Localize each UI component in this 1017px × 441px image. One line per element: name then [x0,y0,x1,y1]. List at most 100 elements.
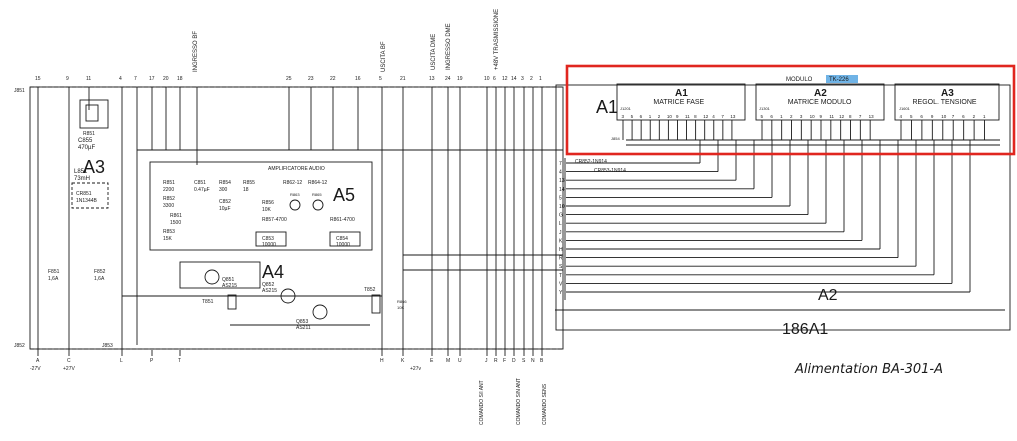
bottom-pin-label: L [120,358,123,364]
a2-pin-label: Y [559,290,563,296]
module-pin-label: 9 [931,114,934,119]
block-a2: A2 [818,287,838,304]
a2-pin-label: K [559,238,563,244]
connector-j851: J851 [14,88,25,94]
top-pin-label: 11 [86,76,91,82]
bottom-pin-label: M [446,358,450,364]
top-pin-label: 5 [379,76,382,82]
module-pin-label: 3 [622,114,625,119]
module-section-name: MATRICE MODULO [788,99,852,106]
bottom-pin-label: S [522,358,526,364]
connector-j1301: J1301 [759,106,771,111]
block-a5: A5 [333,185,355,205]
cr851-label: CR851 [76,191,92,197]
f851-label: F851 [48,269,60,275]
r861-label: R861 [170,213,182,219]
module-pin-label: 2 [973,114,976,119]
q851-value: AS215 [222,283,237,289]
r866-label: R866 [397,299,407,304]
bottom-pin-label: P [150,358,154,364]
r855-label: R855 [243,180,255,186]
block-a1: A1 [596,97,618,117]
cr851-value: 1N1344B [76,198,98,204]
bottom-pin-label: F [503,358,506,364]
top-pin-label: 6 [493,76,496,82]
module-section-name: REGOL. TENSIONE [913,99,977,106]
a2-pin-label: S [559,264,563,270]
a2-pin-label: 13 [559,178,565,184]
block-a3-left: A3 [83,157,105,177]
r861-value: 1500 [170,220,181,226]
module-pin-label: 1 [780,114,783,119]
power-minus27: -27V [30,366,41,372]
a2-pin-label: 7 [559,161,562,167]
top-pin-label: 3 [521,76,524,82]
a2-pin-label: 5 [559,195,562,201]
r851b-label: R851 [163,180,175,186]
amplifier-title: AMPLIFICATORE AUDIO [268,166,325,172]
module-pin-label: 13 [869,114,875,119]
c851-label: C851 [194,180,206,186]
r852-label: R852 [163,196,175,202]
f851-value: 1,6A [48,276,59,282]
top-pin-label: 15 [35,76,41,82]
module-pin-label: 6 [920,114,923,119]
c854-value: 10000 [336,242,350,248]
c853-value: 10000 [262,242,276,248]
r853-label: R853 [163,229,175,235]
top-pin-label: 17 [149,76,155,82]
module-outer-frame [555,84,1011,331]
r854-label: R854 [219,180,231,186]
bottom-pin-label: J [485,358,488,364]
module-code: TK-226 [829,77,849,83]
module-pin-label: 12 [839,114,845,119]
q851-label: Q851 [222,277,234,283]
a2-pin-label: G [559,213,563,219]
amplifier-block-a5: AMPLIFICATORE AUDIO A5 R851 2200 R852 33… [149,161,373,251]
top-pin-label: 24 [445,76,451,82]
module-section-box [894,83,1000,121]
a2-pin-label: R [559,256,563,262]
top-pin-label: 25 [286,76,292,82]
block-a4: A4 [262,262,284,282]
module-section-name: MATRICE FASE [653,99,704,106]
module-pin-label: 11 [685,114,690,119]
q852-value: AS215 [262,288,277,294]
module-pin-label: 8 [849,114,852,119]
t851-label: T851 [202,299,214,305]
c853-label: C853 [262,236,274,242]
top-pin-label: 13 [429,76,435,82]
module-pin-label: 5 [910,114,913,119]
top-pin-label: 12 [502,76,508,82]
label-comando-sel: COMANDO S/N ANT [516,378,522,425]
label-uscita-dme: USCITA DME [431,34,437,70]
connector-j1601: J1601 [899,106,911,111]
bottom-pin-label: U [458,358,462,364]
bottom-pin-label: D [512,358,516,364]
a2-pin-label: 14 [559,187,565,193]
r855-value: 18 [243,187,249,193]
top-pin-label: 9 [66,76,69,82]
module-section-box [616,83,746,121]
top-pin-label: 19 [457,76,463,82]
module-pin-label: 2 [790,114,793,119]
module-pin-label: 5 [761,114,764,119]
r853-value: 15K [163,236,173,242]
t852-label: T852 [364,287,376,293]
top-pin-label: 23 [308,76,314,82]
bottom-pin-label: H [380,358,384,364]
r864-label: R864-12 [308,180,327,186]
a3-power-block: C855 470µF L851 73mH R851 A3 CR851 1N134… [48,99,109,282]
module-pin-label: 9 [820,114,823,119]
module-pin-label: 7 [859,114,862,119]
module-pin-label: 1 [649,114,652,119]
module-pin-label: 13 [730,114,736,119]
power-plus27: +27V [63,366,75,372]
module-pin-label: 10 [667,114,673,119]
c852-value: 10µF [219,206,231,212]
top-pin-label: 14 [511,76,517,82]
